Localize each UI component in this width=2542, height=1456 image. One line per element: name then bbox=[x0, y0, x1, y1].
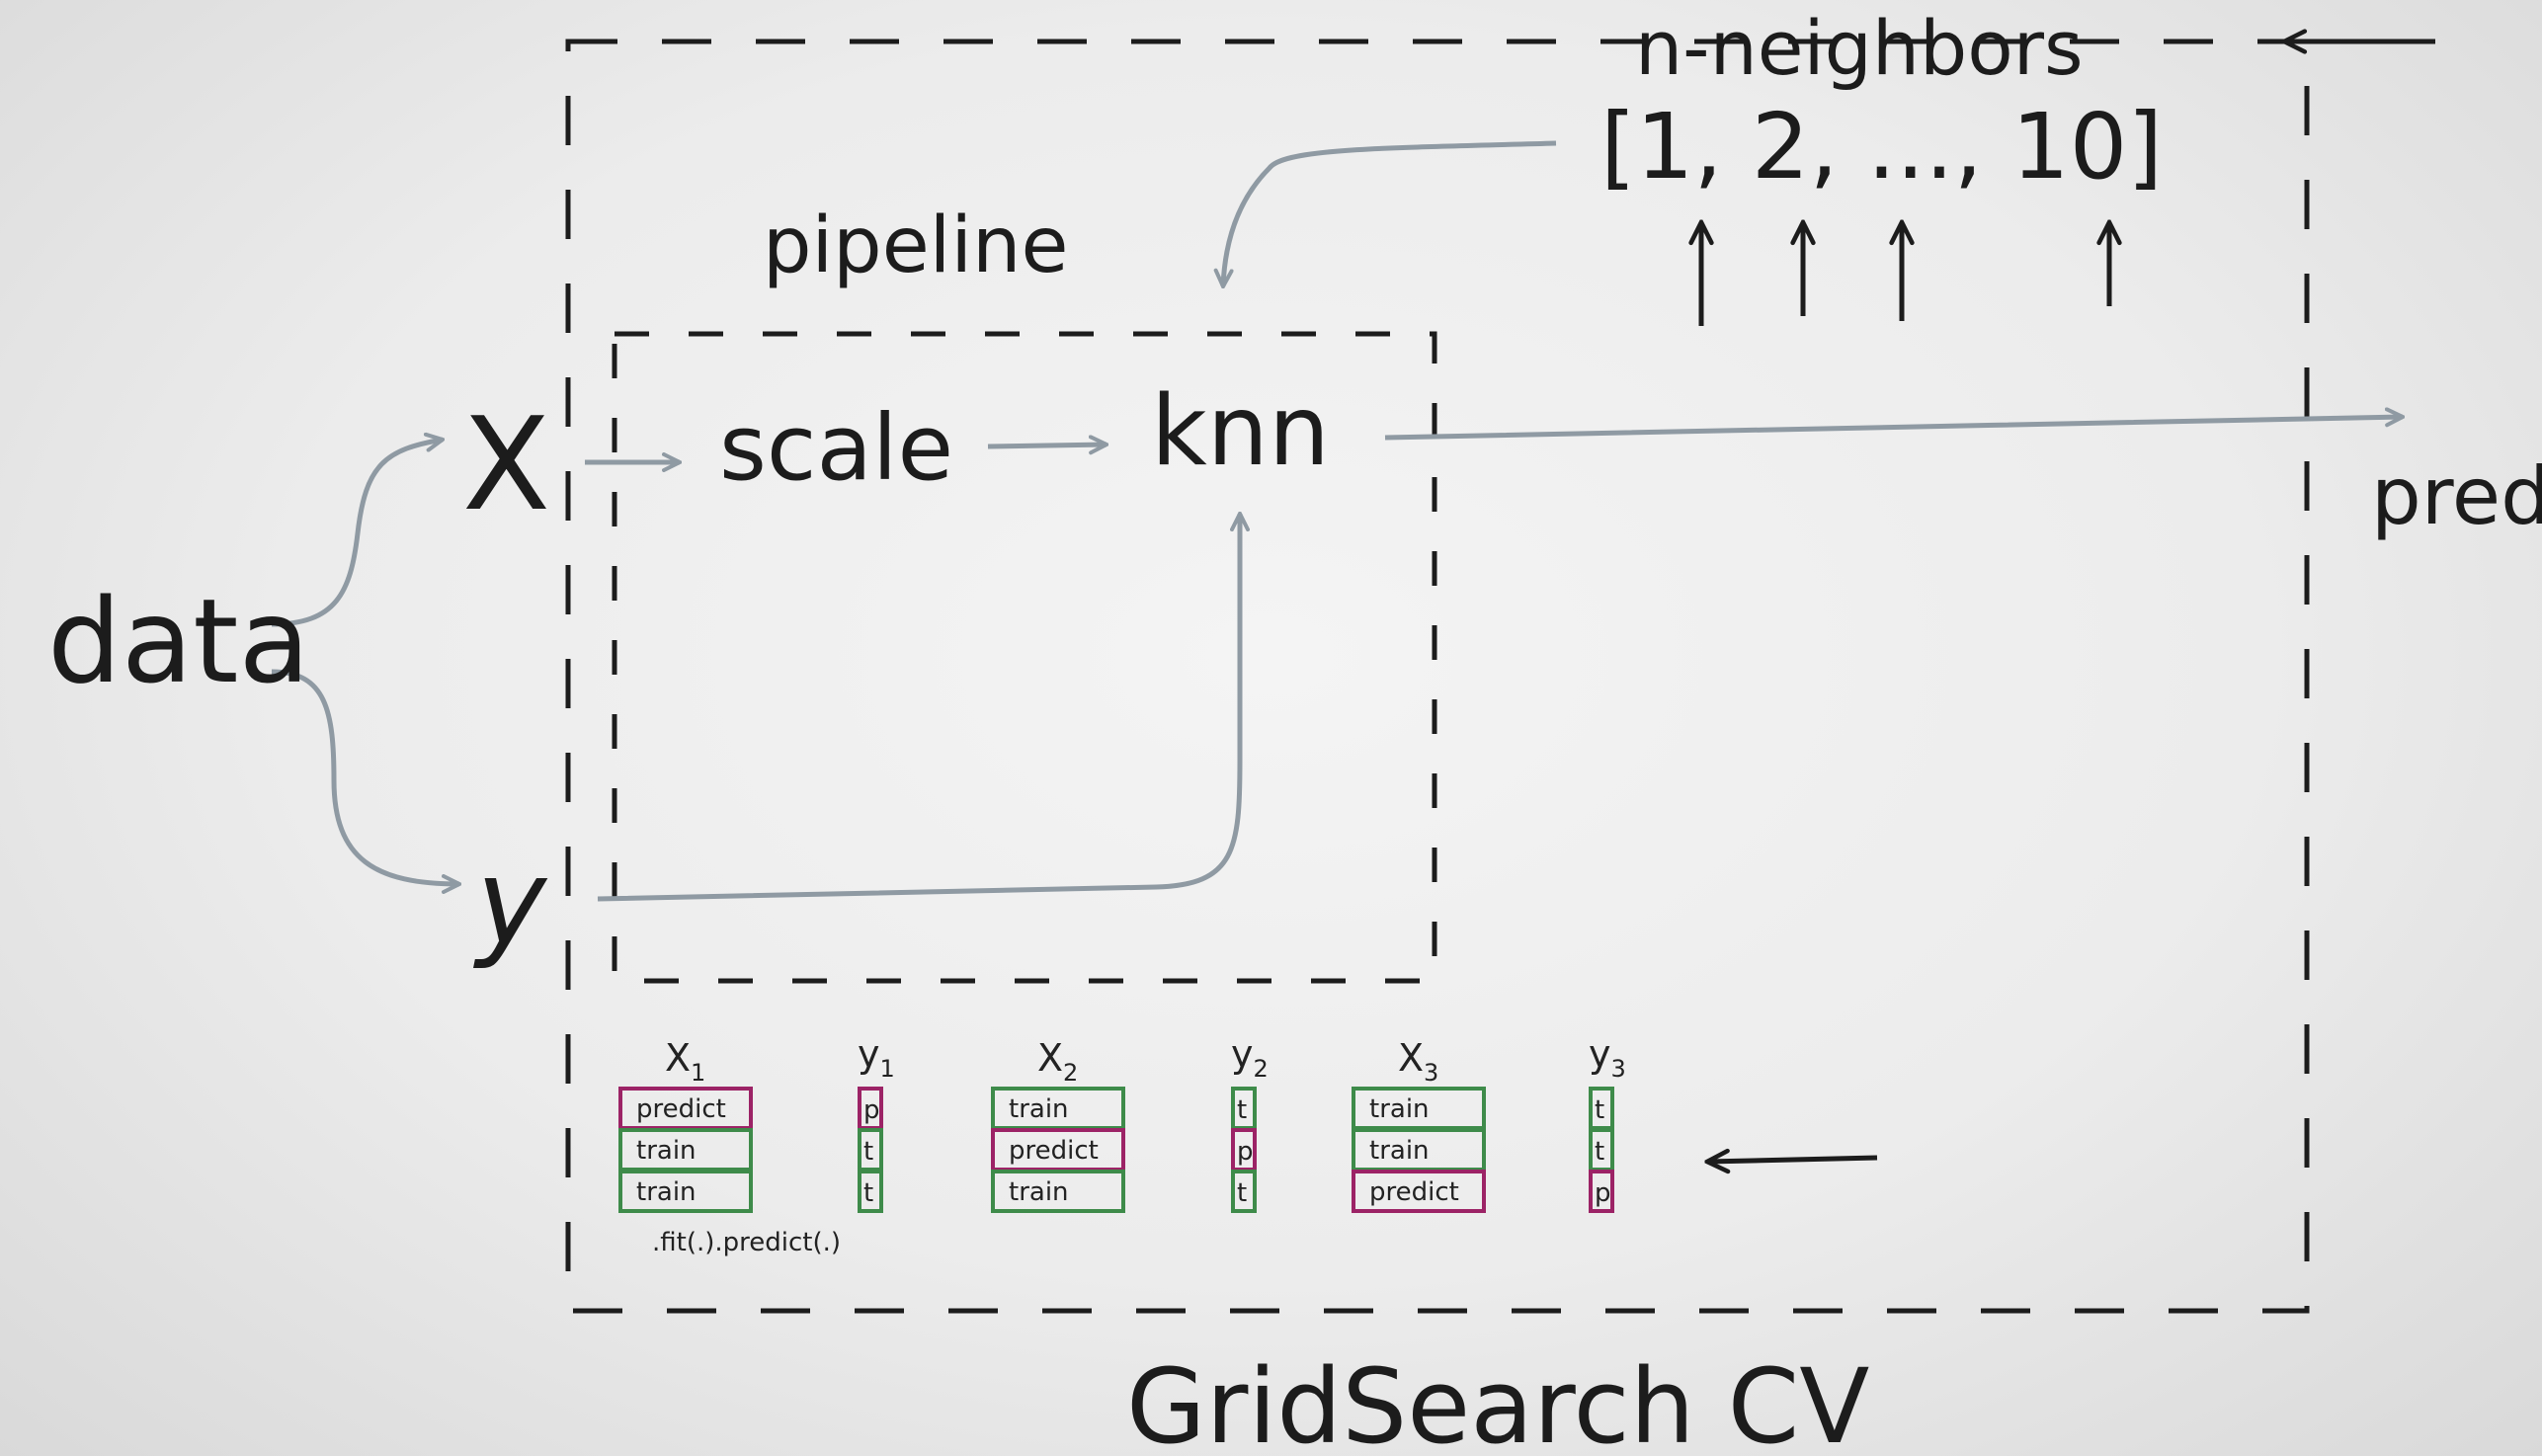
fold-2-x-row-2-text: predict bbox=[1009, 1136, 1099, 1166]
fold-y-label-2: y2 bbox=[1231, 1032, 1269, 1083]
fold-1-y-row-3-text: t bbox=[863, 1178, 873, 1208]
fold-3-y-row-2-text: t bbox=[1595, 1137, 1604, 1167]
fold-2-y-row-3 bbox=[1231, 1170, 1257, 1213]
fold-3-y-row-1-text: t bbox=[1595, 1095, 1604, 1125]
fold-1-x-row-3-text: train bbox=[636, 1177, 697, 1207]
fold-x-label-3: X3 bbox=[1398, 1036, 1438, 1087]
fold-y-label-3: y3 bbox=[1589, 1032, 1626, 1083]
fold-2-y-row-1-text: t bbox=[1237, 1095, 1247, 1125]
param-grid-label: [1, 2, ..., 10] bbox=[1600, 94, 2163, 200]
gridsearch-label: GridSearch CV bbox=[1126, 1346, 1869, 1456]
pipeline-box bbox=[612, 331, 1437, 984]
fold-2-x-row-1-text: train bbox=[1009, 1094, 1069, 1124]
fold-3-x-row-3 bbox=[1352, 1170, 1486, 1213]
fold-x-label-1: X1 bbox=[665, 1036, 705, 1087]
knn-label: knn bbox=[1151, 375, 1330, 488]
pred-label: pred bbox=[2371, 450, 2542, 542]
fold-3-x-row-1-text: train bbox=[1369, 1094, 1430, 1124]
data-label: data bbox=[47, 573, 310, 709]
arrow-knn-to-pred bbox=[1384, 417, 2403, 441]
arrow-params-to-knn bbox=[1223, 140, 1557, 286]
fold-2-y-row-3-text: t bbox=[1237, 1178, 1247, 1208]
fold-1-y-row-3 bbox=[858, 1170, 883, 1213]
arrow-data-to-y bbox=[271, 669, 459, 884]
gridsearch-box bbox=[565, 39, 2310, 1314]
fold-1-y-row-2-text: t bbox=[863, 1137, 873, 1167]
fold-x-label-2: X2 bbox=[1037, 1036, 1078, 1087]
fold-3-x-row-3-text: predict bbox=[1369, 1177, 1459, 1207]
fold-1-y-row-1-text: p bbox=[863, 1095, 880, 1125]
fold-3-y-row-3 bbox=[1589, 1170, 1614, 1213]
fold-1-x-row-3 bbox=[618, 1170, 753, 1213]
fold-1-x-row-2-text: train bbox=[636, 1136, 697, 1166]
fit-predict-note: .fit(.).predict(.) bbox=[652, 1228, 841, 1257]
fold-y-label-1: y1 bbox=[858, 1032, 895, 1083]
arrow-scale-to-knn bbox=[987, 445, 1107, 446]
scale-label: scale bbox=[719, 395, 953, 501]
y-label: y bbox=[473, 835, 548, 972]
fold-3-x-row-2-text: train bbox=[1369, 1136, 1430, 1166]
fold-2-x-row-3 bbox=[991, 1170, 1125, 1213]
pipeline-label: pipeline bbox=[763, 202, 1068, 290]
arrow-y-to-knn bbox=[597, 514, 1240, 902]
arrow-into-folds bbox=[1707, 1158, 1878, 1162]
arrow-data-to-x bbox=[271, 440, 443, 627]
fold-1-x-row-1-text: predict bbox=[636, 1094, 726, 1124]
x-label: X bbox=[462, 389, 550, 539]
fold-2-x-row-3-text: train bbox=[1009, 1177, 1069, 1207]
n-neighbors-label: n-neighbors bbox=[1635, 4, 2084, 92]
fold-3-y-row-3-text: p bbox=[1595, 1178, 1611, 1208]
fold-2-y-row-2-text: p bbox=[1237, 1137, 1254, 1167]
